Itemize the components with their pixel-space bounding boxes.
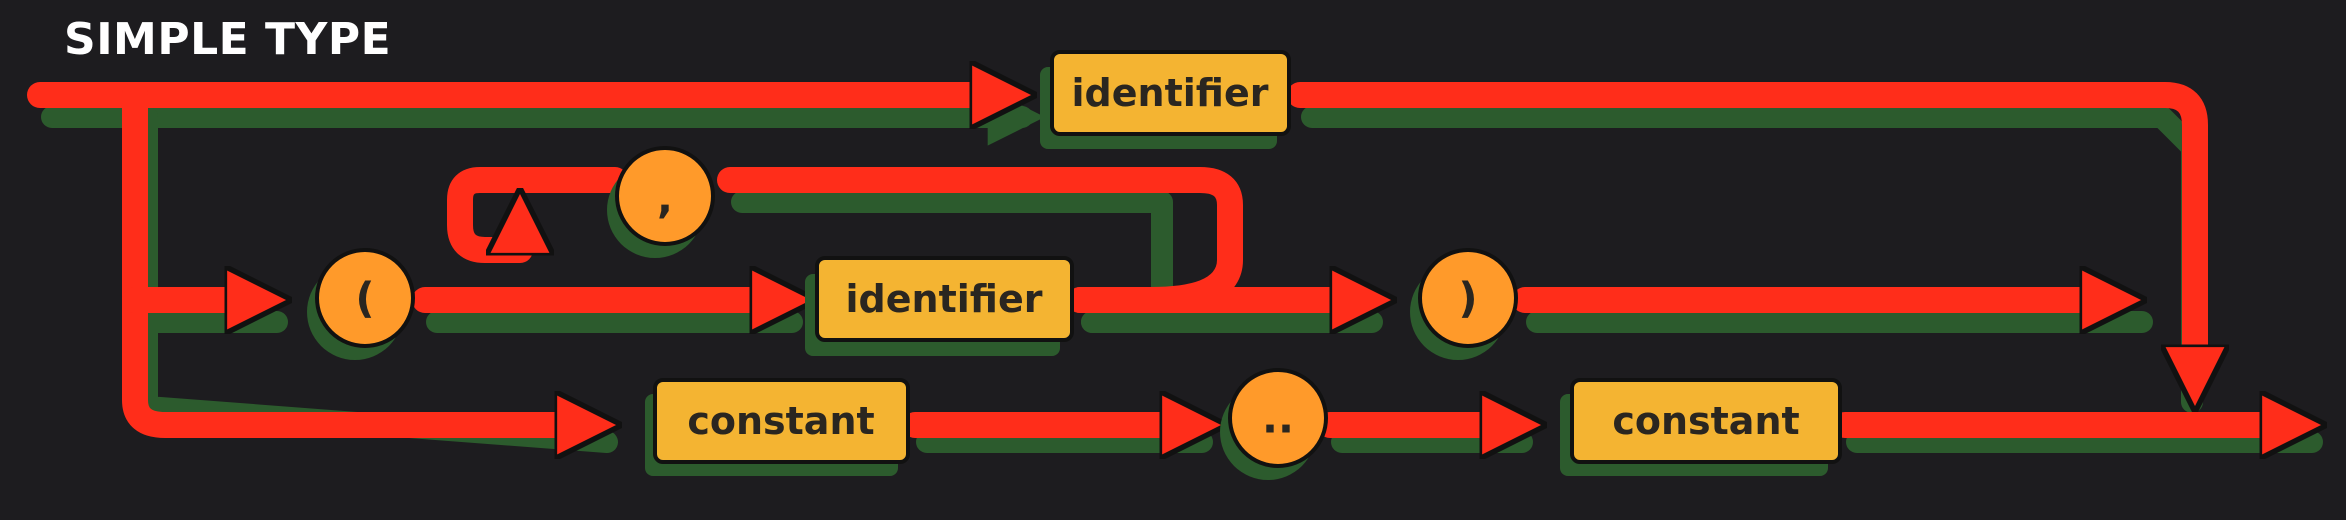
svg-text:identifier: identifier bbox=[1072, 71, 1269, 115]
svg-text:identifier: identifier bbox=[846, 277, 1043, 321]
svg-text:..: .. bbox=[1262, 394, 1294, 443]
node-constant-right: constant bbox=[1570, 378, 1842, 464]
track-left-trunk bbox=[122, 82, 595, 425]
svg-text:constant: constant bbox=[1612, 399, 1799, 443]
track-identifier-to-exit bbox=[1287, 82, 2195, 385]
diagram-title: SIMPLE TYPE bbox=[64, 14, 392, 65]
node-close-paren: ) bbox=[1418, 248, 1518, 348]
node-comma: , bbox=[615, 146, 715, 246]
track-main bbox=[27, 82, 2300, 425]
node-identifier-mid: identifier bbox=[815, 256, 1074, 342]
node-constant-left: constant bbox=[653, 378, 910, 464]
node-range-dots: .. bbox=[1228, 368, 1328, 468]
svg-text:): ) bbox=[1458, 274, 1477, 323]
svg-text:,: , bbox=[657, 174, 673, 223]
node-open-paren: ( bbox=[315, 248, 415, 348]
svg-text:constant: constant bbox=[687, 399, 874, 443]
node-identifier-top: identifier bbox=[1050, 50, 1291, 136]
track-comma-back bbox=[447, 167, 628, 263]
svg-text:(: ( bbox=[355, 274, 374, 323]
